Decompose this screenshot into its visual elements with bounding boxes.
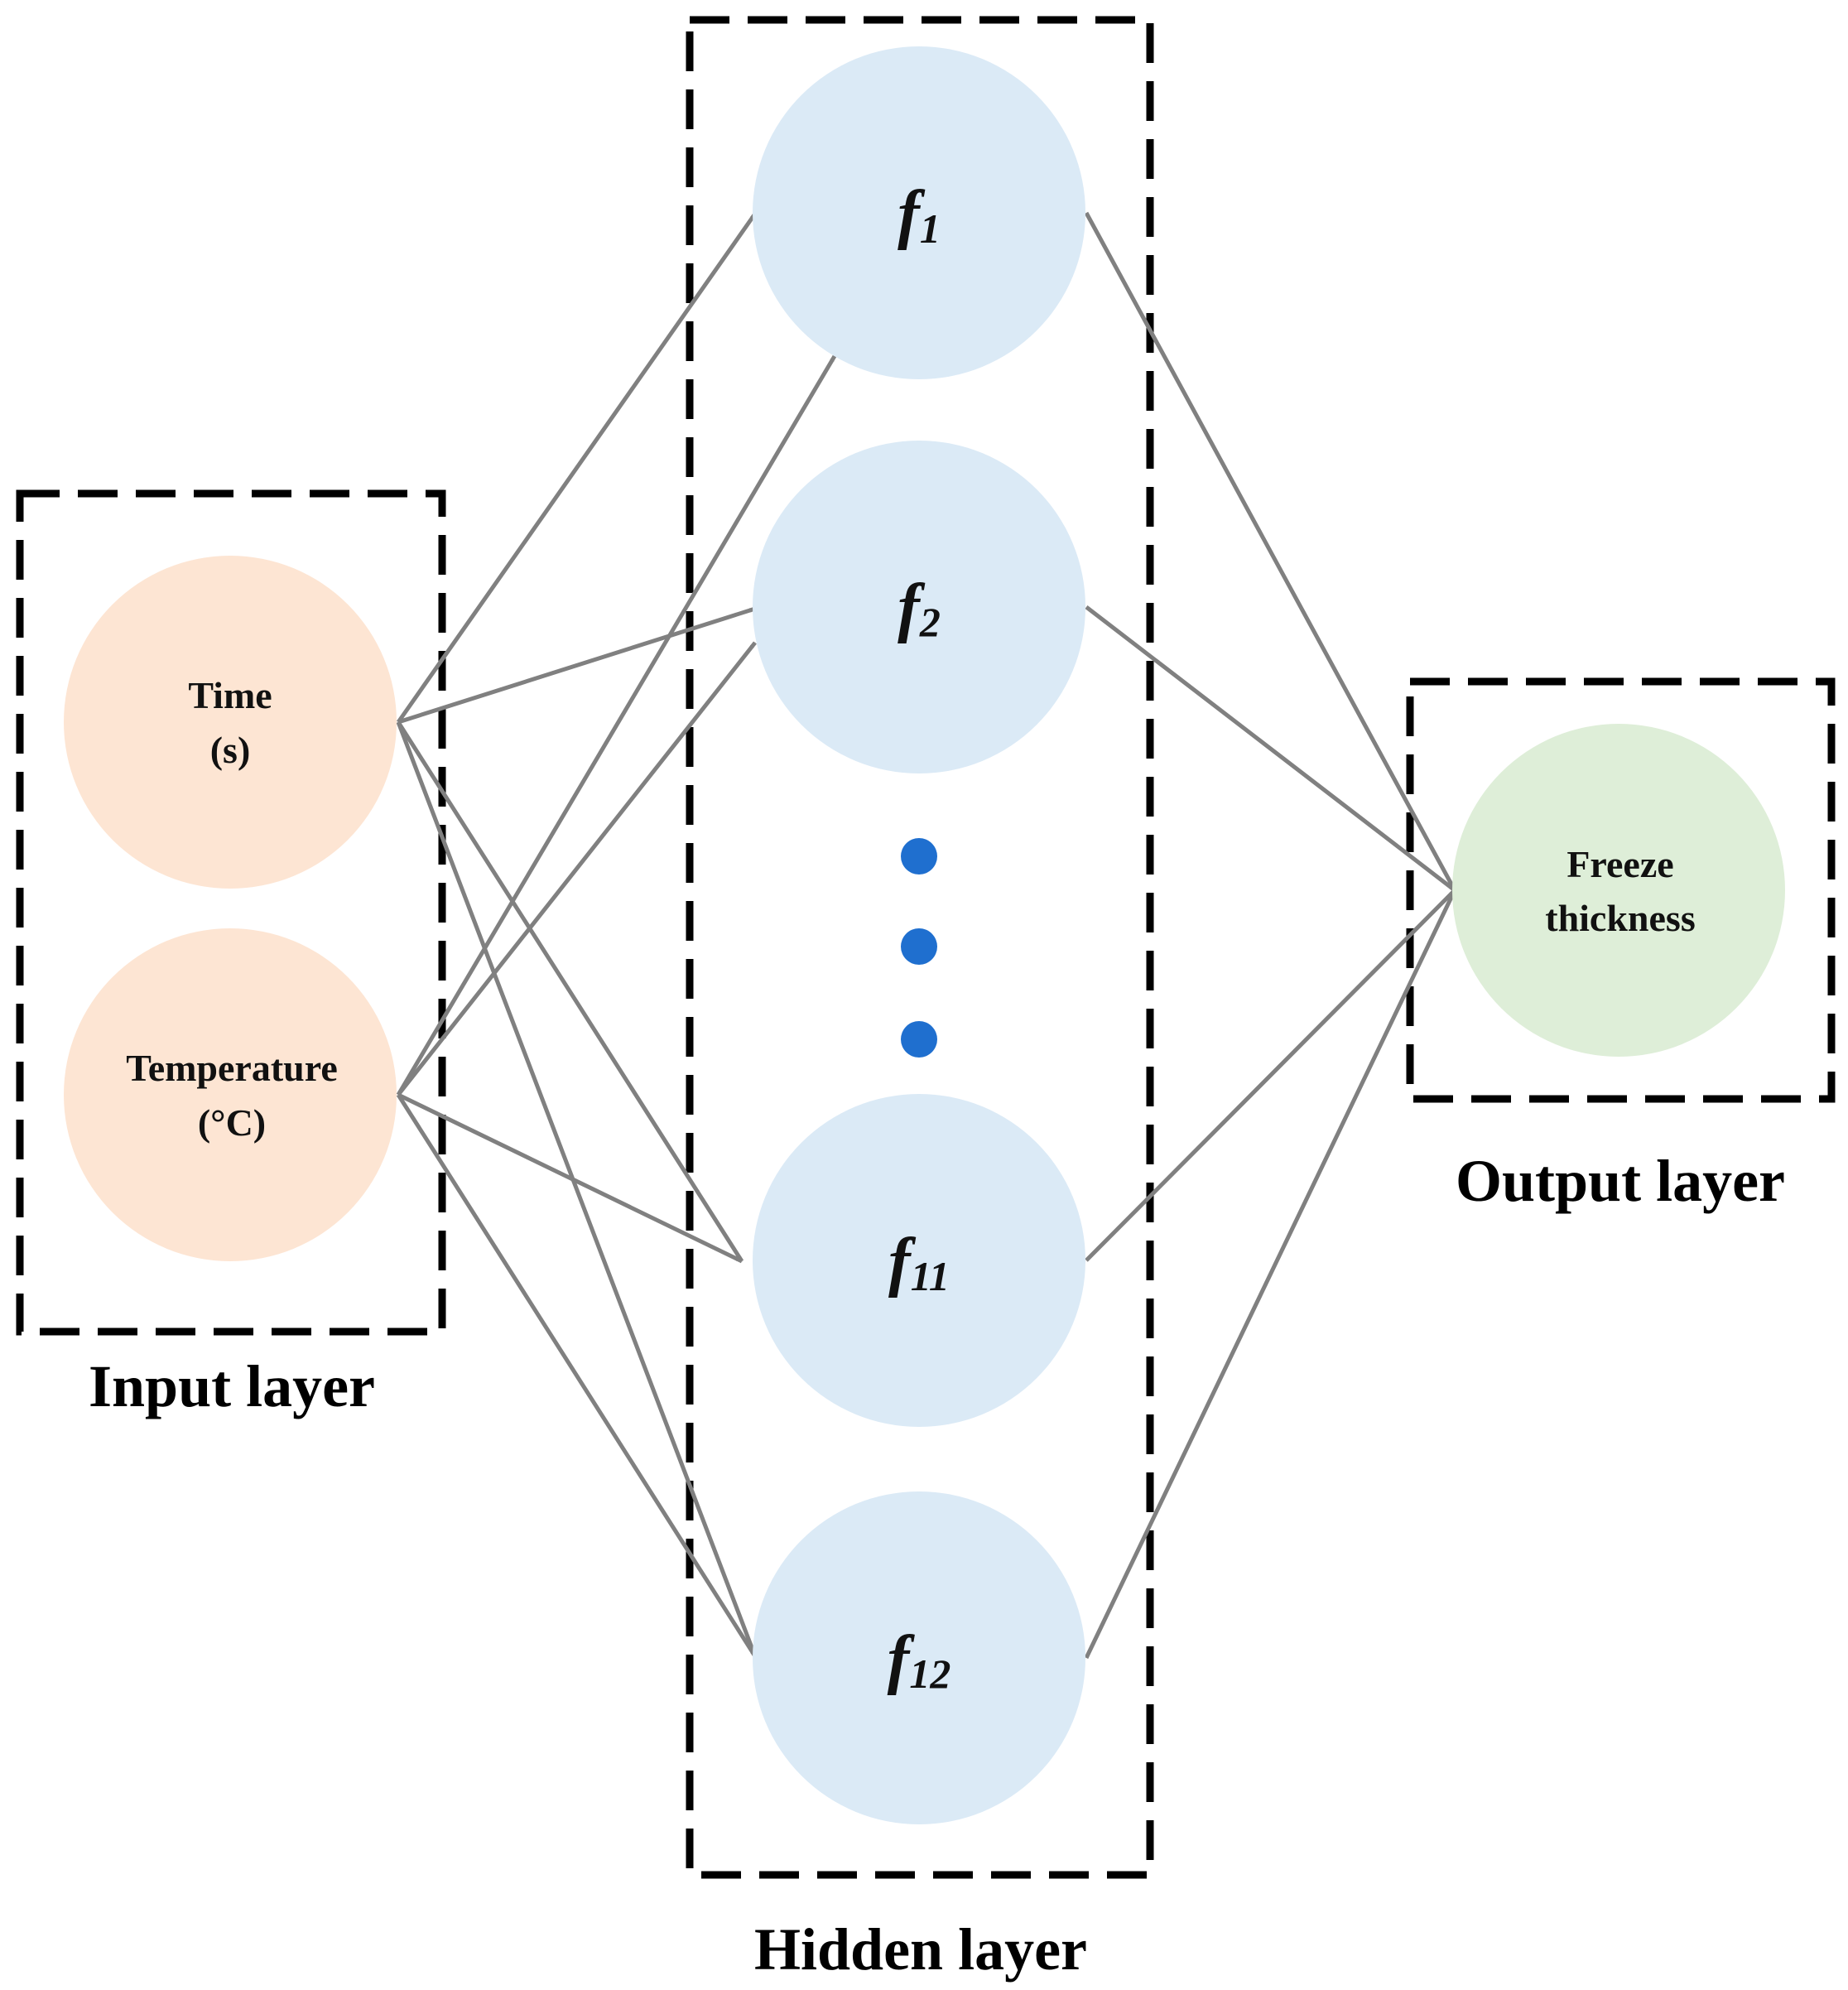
connection-temperature-to-f2 (397, 641, 757, 1096)
connection-time-to-f1 (396, 212, 758, 724)
output-layer-title: Output layer (1456, 1148, 1785, 1214)
ellipsis-dot-2 (901, 928, 937, 965)
hidden-node-f1 (753, 46, 1085, 379)
hidden-node-f11-sub: 11 (911, 1253, 950, 1299)
input-node-time (64, 556, 397, 889)
input-layer-frame (16, 489, 446, 1336)
connection-time-to-f2 (397, 606, 756, 725)
hidden-node-f2 (753, 441, 1085, 773)
connection-temperature-to-f1 (396, 354, 837, 1096)
hidden-node-f11-label: f11 (888, 1226, 950, 1299)
output-node-label-2: thickness (1545, 897, 1695, 939)
connection-f1-to-output (1084, 211, 1457, 892)
input-node-time-label-1: Time (188, 674, 272, 716)
ellipsis-dot-1 (901, 838, 937, 875)
hidden-node-f11 (753, 1094, 1085, 1427)
input-layer-title: Input layer (89, 1353, 375, 1419)
hidden-node-f2-sub: 2 (919, 599, 941, 645)
output-node-freeze-thickness (1452, 724, 1785, 1057)
hidden-node-f12 (753, 1491, 1085, 1824)
input-node-temperature (64, 928, 397, 1261)
input-node-time-label-2: (s) (210, 729, 251, 771)
input-node-temperature-label-2: (°C) (198, 1101, 266, 1144)
connection-f2-to-output (1085, 605, 1456, 892)
connection-time-to-f12 (396, 721, 758, 1657)
output-node-label-1: Freeze (1566, 843, 1673, 885)
hidden-node-f1-sub: 1 (920, 205, 941, 252)
input-node-temperature-label-1: Temperature (126, 1047, 338, 1089)
hidden-node-f2-label: f2 (898, 571, 941, 645)
hidden-layer-title: Hidden layer (754, 1916, 1087, 1983)
hidden-node-f12-sub: 12 (909, 1650, 950, 1697)
ellipsis-dot-3 (901, 1021, 937, 1058)
connection-f12-to-output (1084, 889, 1457, 1660)
connections (396, 211, 1457, 1660)
connection-f11-to-output (1085, 889, 1456, 1262)
connection-temperature-to-f12 (396, 1093, 758, 1658)
connection-time-to-f11 (396, 720, 744, 1263)
output-layer-frame (1406, 677, 1836, 1103)
connection-temperature-to-f11 (397, 1092, 744, 1264)
